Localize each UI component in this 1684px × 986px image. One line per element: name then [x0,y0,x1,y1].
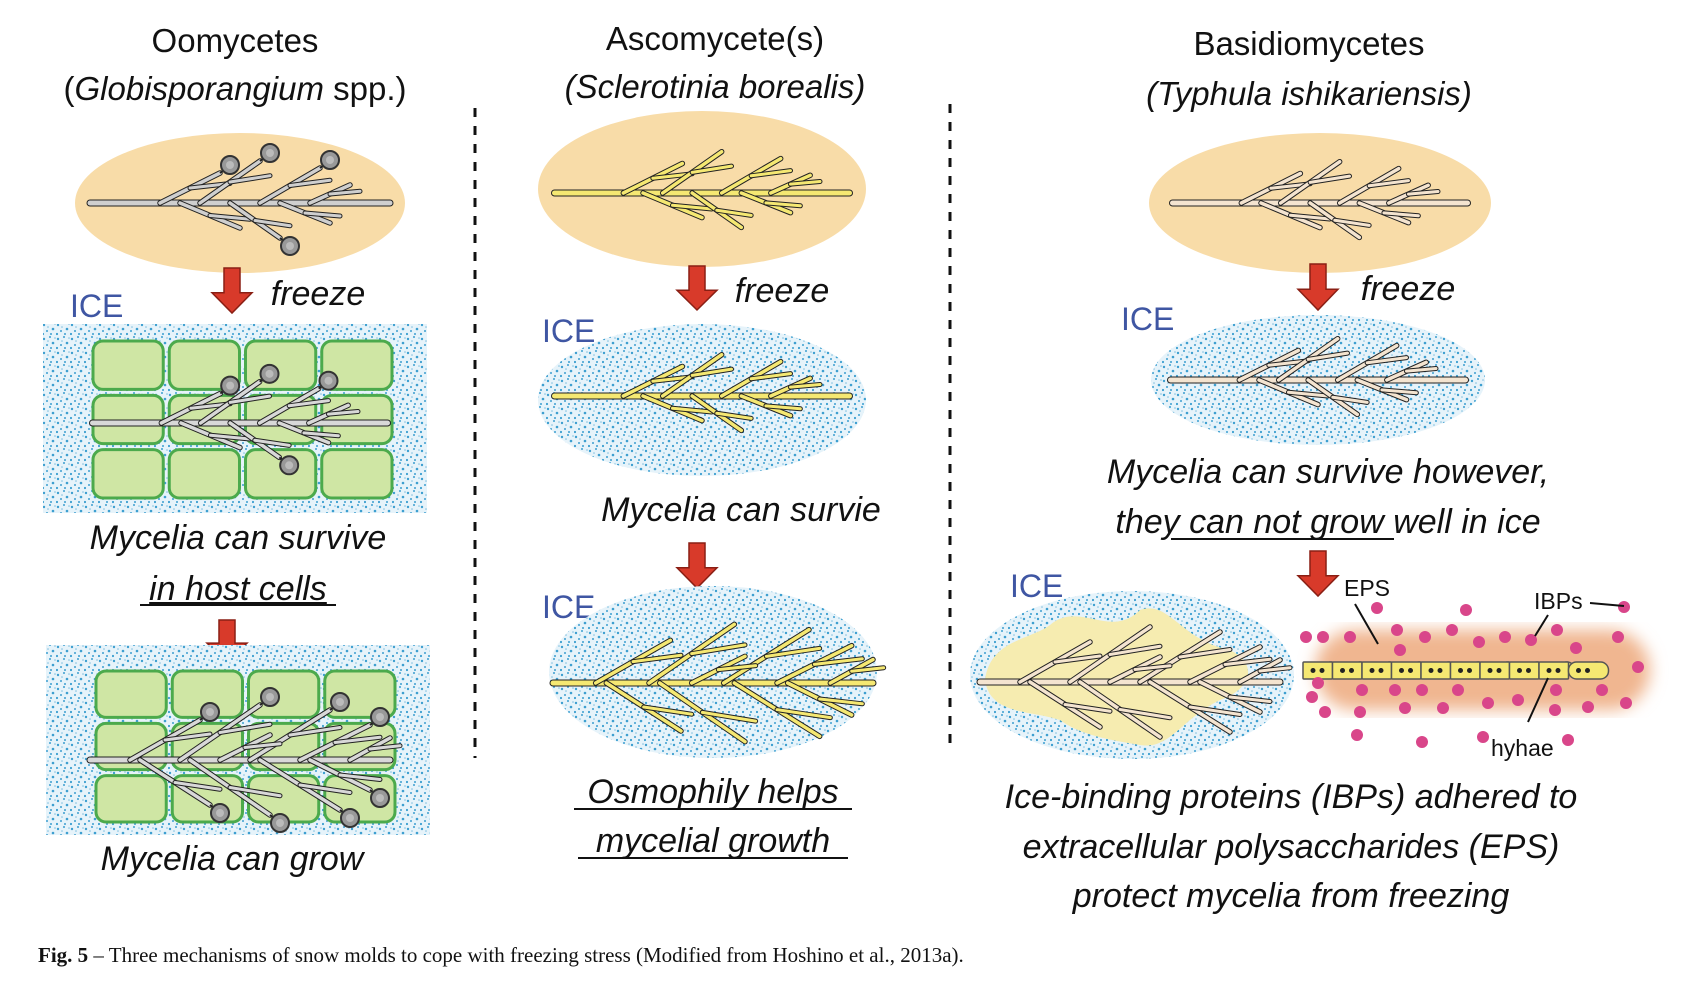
ibp-dot [1525,634,1537,646]
ibp-dot [1312,677,1324,689]
ibp-dot [1477,731,1489,743]
basidiomycete-species: (Typhula ishikariensis) [1146,75,1472,112]
ascomycete-hyphae-growing [549,621,887,745]
ibp-dot [1549,704,1561,716]
ibp-dot [1300,631,1312,643]
ice-label: ICE [1010,568,1063,604]
freeze-label: freeze [735,272,830,310]
grow-text: Mycelia can grow [101,840,366,878]
ice-label: ICE [1121,301,1174,337]
ibp-dot [1582,701,1594,713]
ibp-dot [1512,694,1524,706]
ibp-dot [1551,624,1563,636]
ice-label: ICE [542,313,595,349]
oomycetes-title: Oomycetes [152,22,319,59]
ibp-dot [1550,684,1562,696]
ibp-dot [1319,706,1331,718]
ibp-dot [1446,624,1458,636]
cannot-grow-text: they can not grow well in ice [1115,503,1540,541]
ibp-dot [1452,684,1464,696]
ibp-dot [1460,604,1472,616]
ibp-dot [1482,697,1494,709]
ibp-dot [1416,684,1428,696]
ibp-dot [1416,736,1428,748]
ibp-dot [1437,702,1449,714]
ibp-dot [1351,729,1363,741]
ascomycete-title: Ascomycete(s) [606,20,824,57]
ascomycete-hyphae [551,148,853,231]
basidiomycete-hyphae [1169,158,1471,241]
ascomycete-species: (Sclerotinia borealis) [565,68,866,105]
oomycete-hyphae [86,143,394,256]
ibp-dot [1344,631,1356,643]
freeze-label: freeze [1361,270,1456,308]
freeze-label: freeze [271,275,366,313]
ibps-label: IBPs [1534,588,1583,614]
oomycetes-species: (Globisporangium spp.) [63,70,406,107]
growth-text: mycelial growth [596,822,830,860]
down-arrow-icon [1296,550,1340,598]
ibp-dot [1356,684,1368,696]
ibp-dot [1499,631,1511,643]
oomycete-hyphae-growing [86,687,403,833]
ibp-dot [1391,624,1403,636]
down-arrow-icon [675,265,719,312]
ibp-dot [1618,601,1630,613]
mycelium-ellipse [538,111,866,267]
hyphae-label: hyhae [1491,735,1554,761]
down-arrow-icon [675,542,719,590]
ibp-text-2: extracellular polysaccharides (EPS) [1023,828,1560,866]
basidiomycete-hyphae-with-ibp [976,624,1293,740]
down-arrow-icon [1296,263,1340,312]
oomycete-hyphae-in-cells [89,363,391,476]
ibp-dot [1306,691,1318,703]
ibp-dot [1371,602,1383,614]
eps-label: EPS [1344,575,1390,601]
ibp-dot [1570,642,1582,654]
ibp-text-1: Ice-binding proteins (IBPs) adhered to [1005,778,1578,816]
ibp-dot [1632,661,1644,673]
ibp-dot [1354,706,1366,718]
ibp-dot [1620,697,1632,709]
ibp-dot [1317,631,1329,643]
ascomycete-hyphae-in-ice [551,351,853,434]
down-arrow-icon [210,267,254,315]
ibp-dot [1596,684,1608,696]
ibp-text-3: protect mycelia from freezing [1072,877,1510,915]
ibp-dot [1562,734,1574,746]
survive-however-text: Mycelia can survive however, [1107,453,1549,491]
basidiomycete-hyphae-in-ice [1167,335,1469,418]
basidiomycete-title: Basidiomycetes [1193,25,1424,62]
ibp-dot [1612,631,1624,643]
ice-label: ICE [70,288,123,324]
ibp-dot [1399,702,1411,714]
hypha-cells [1302,661,1610,680]
survive-text: Mycelia can survive [90,519,387,557]
ibp-dot [1419,631,1431,643]
survive-text: Mycelia can survie [601,491,881,529]
ibp-dot [1389,684,1401,696]
figure-caption: Fig. 5 – Three mechanisms of snow molds … [38,943,964,967]
host-cells-text: in host cells [149,570,327,608]
osmophily-text: Osmophily helps [587,773,838,811]
ibp-dots [1300,601,1644,748]
ibp-dot [1473,636,1485,648]
ibp-dot [1394,644,1406,656]
